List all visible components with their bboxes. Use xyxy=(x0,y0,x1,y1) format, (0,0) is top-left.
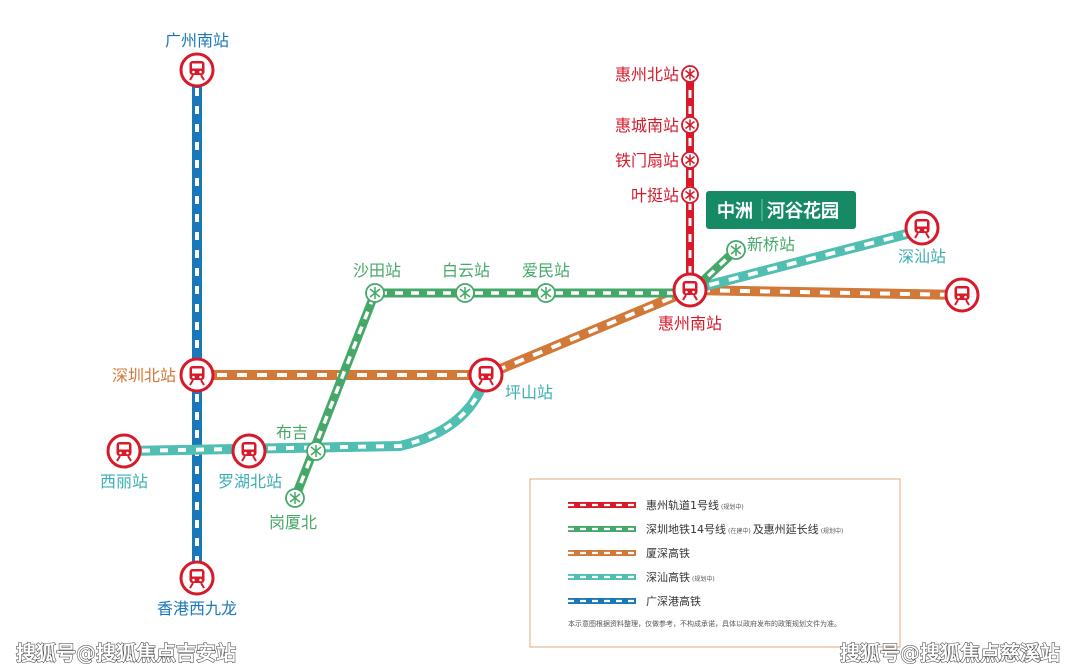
train-station-icon xyxy=(179,52,215,88)
station-label-hk-west-kowloon: 香港西九龙 xyxy=(157,599,237,618)
station-label-huicheng-south: 惠城南站 xyxy=(615,116,679,135)
station-label-shanwei: 深汕站 xyxy=(898,247,946,266)
legend-item-xiashen-hsr: 厦深高铁 xyxy=(568,546,690,560)
train-station-icon xyxy=(106,433,142,469)
train-station-icon xyxy=(468,357,504,393)
watermark-right: 搜狐号@搜狐焦点慈溪站 xyxy=(840,641,1060,665)
station-label-xili: 西丽站 xyxy=(100,472,148,491)
station-label-aimin: 爱民站 xyxy=(522,261,570,280)
line-shenzhen-metro-14 xyxy=(290,246,740,500)
train-station-icon xyxy=(672,272,708,308)
station-label-shatian: 沙田站 xyxy=(353,261,401,280)
project-brand-badge: 中洲 河谷花园 xyxy=(706,191,856,229)
station-label-huizhou-south: 惠州南站 xyxy=(658,314,722,333)
legend-item-shenshan-hsr: 深汕高铁(规划中) xyxy=(568,570,715,584)
metro-station-icon xyxy=(365,283,385,303)
legend-disclaimer: 本示意图根据资料整理，仅做参考，不构成承诺，具体以政府发布的政策规划文件为准。 xyxy=(568,619,841,628)
metro-station-icon xyxy=(681,65,699,83)
station-label-gangxia-north: 岗厦北 xyxy=(269,513,317,532)
brand-name-right: 河谷花园 xyxy=(767,200,839,222)
metro-station-icon xyxy=(681,151,699,169)
station-label-pingshan: 坪山站 xyxy=(505,383,553,402)
station-label-guangzhou-south: 广州南站 xyxy=(165,31,229,50)
train-station-icon xyxy=(179,357,215,393)
svg-text:惠州轨道1号线(规划中): 惠州轨道1号线(规划中) xyxy=(646,498,744,512)
legend-item-guangshengang-hsr: 广深港高铁 xyxy=(568,594,701,608)
svg-text:深汕高铁(规划中): 深汕高铁(规划中) xyxy=(646,570,715,584)
metro-station-icon xyxy=(681,186,699,204)
svg-text:厦深高铁: 厦深高铁 xyxy=(646,546,690,560)
station-label-luohu-north: 罗湖北站 xyxy=(218,472,282,491)
station-label-huizhou-north: 惠州北站 xyxy=(615,65,679,84)
station-label-xinqiao: 新桥站 xyxy=(747,235,795,254)
legend-item-shenzhen-metro-14: 深圳地铁14号线(在建中)及惠州延长线(规划中) xyxy=(568,522,843,536)
station-label-baiyun: 白云站 xyxy=(442,261,490,280)
station-label-buji: 布吉 xyxy=(276,423,308,442)
svg-text:深圳地铁14号线(在建中)及惠州延长线(规划中): 深圳地铁14号线(在建中)及惠州延长线(规划中) xyxy=(646,522,843,536)
brand-name-left: 中洲 xyxy=(717,200,753,222)
metro-station-icon xyxy=(536,283,556,303)
station-label-tiemenshan: 铁门扇站 xyxy=(615,151,679,170)
metro-station-icon xyxy=(306,441,326,461)
line-xiashen-hsr xyxy=(197,285,963,380)
legend: 惠州轨道1号线(规划中) 深圳地铁14号线(在建中)及惠州延长线(规划中) 厦深… xyxy=(529,478,901,648)
metro-station-icon xyxy=(455,283,475,303)
station-label-shenzhen-north: 深圳北站 xyxy=(112,366,176,385)
metro-station-icon xyxy=(681,116,699,134)
metro-station-icon xyxy=(285,488,305,508)
metro-station-icon xyxy=(726,240,746,260)
train-station-icon xyxy=(904,210,940,246)
train-station-icon xyxy=(231,433,267,469)
svg-text:广深港高铁: 广深港高铁 xyxy=(646,594,701,608)
train-station-icon xyxy=(944,277,980,313)
watermark-left: 搜狐号@搜狐焦点吉安站 xyxy=(16,641,236,665)
train-station-icon xyxy=(179,560,215,596)
legend-item-huizhou-rail-1: 惠州轨道1号线(规划中) xyxy=(568,498,744,512)
station-label-yeting: 叶挺站 xyxy=(631,186,679,205)
